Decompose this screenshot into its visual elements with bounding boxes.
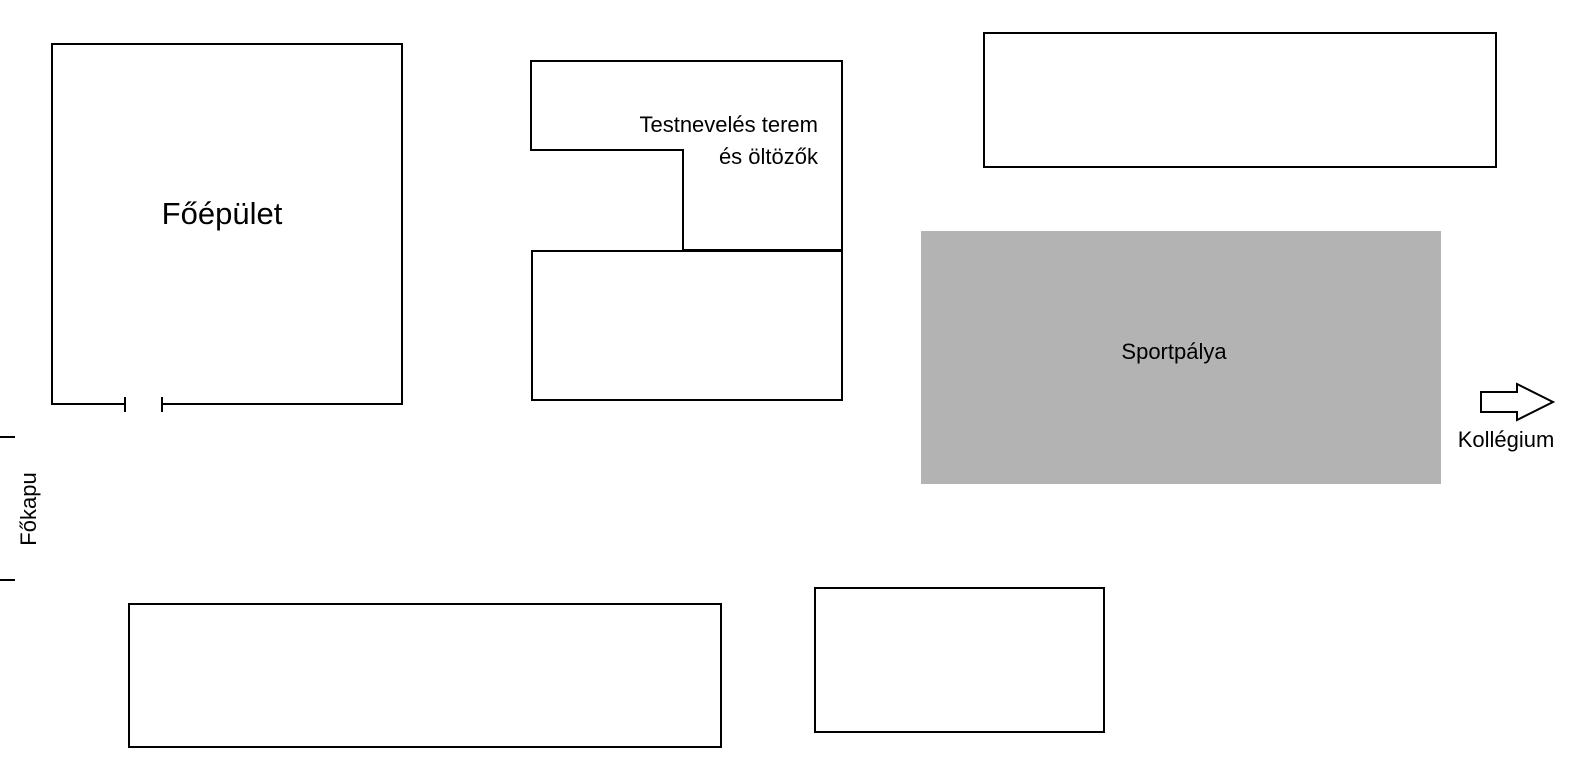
main-building-outline <box>51 43 403 405</box>
sports-field-area <box>921 231 1441 484</box>
main-gate: Főkapu <box>0 436 41 581</box>
gym-building: Testnevelés terem és öltözők <box>530 60 843 251</box>
dormitory-direction: Kollégium <box>1458 382 1556 452</box>
main-gate-label: Főkapu <box>16 472 41 545</box>
building-bottom-middle <box>814 587 1105 733</box>
dormitory-label: Kollégium <box>1458 427 1555 452</box>
building-below-gym <box>531 250 843 401</box>
building-top-right <box>983 32 1497 168</box>
sports-field: Sportpálya <box>921 231 1441 484</box>
arrow-right-icon <box>1480 382 1556 422</box>
main-building-label: Főépület <box>162 196 283 231</box>
gym-label-line1: Testnevelés terem <box>639 112 818 137</box>
gym-label-line2: és öltözők <box>719 144 819 169</box>
main-building: Főépület <box>51 43 403 412</box>
sports-field-label: Sportpálya <box>1121 339 1227 364</box>
building-bottom-left <box>128 603 722 748</box>
